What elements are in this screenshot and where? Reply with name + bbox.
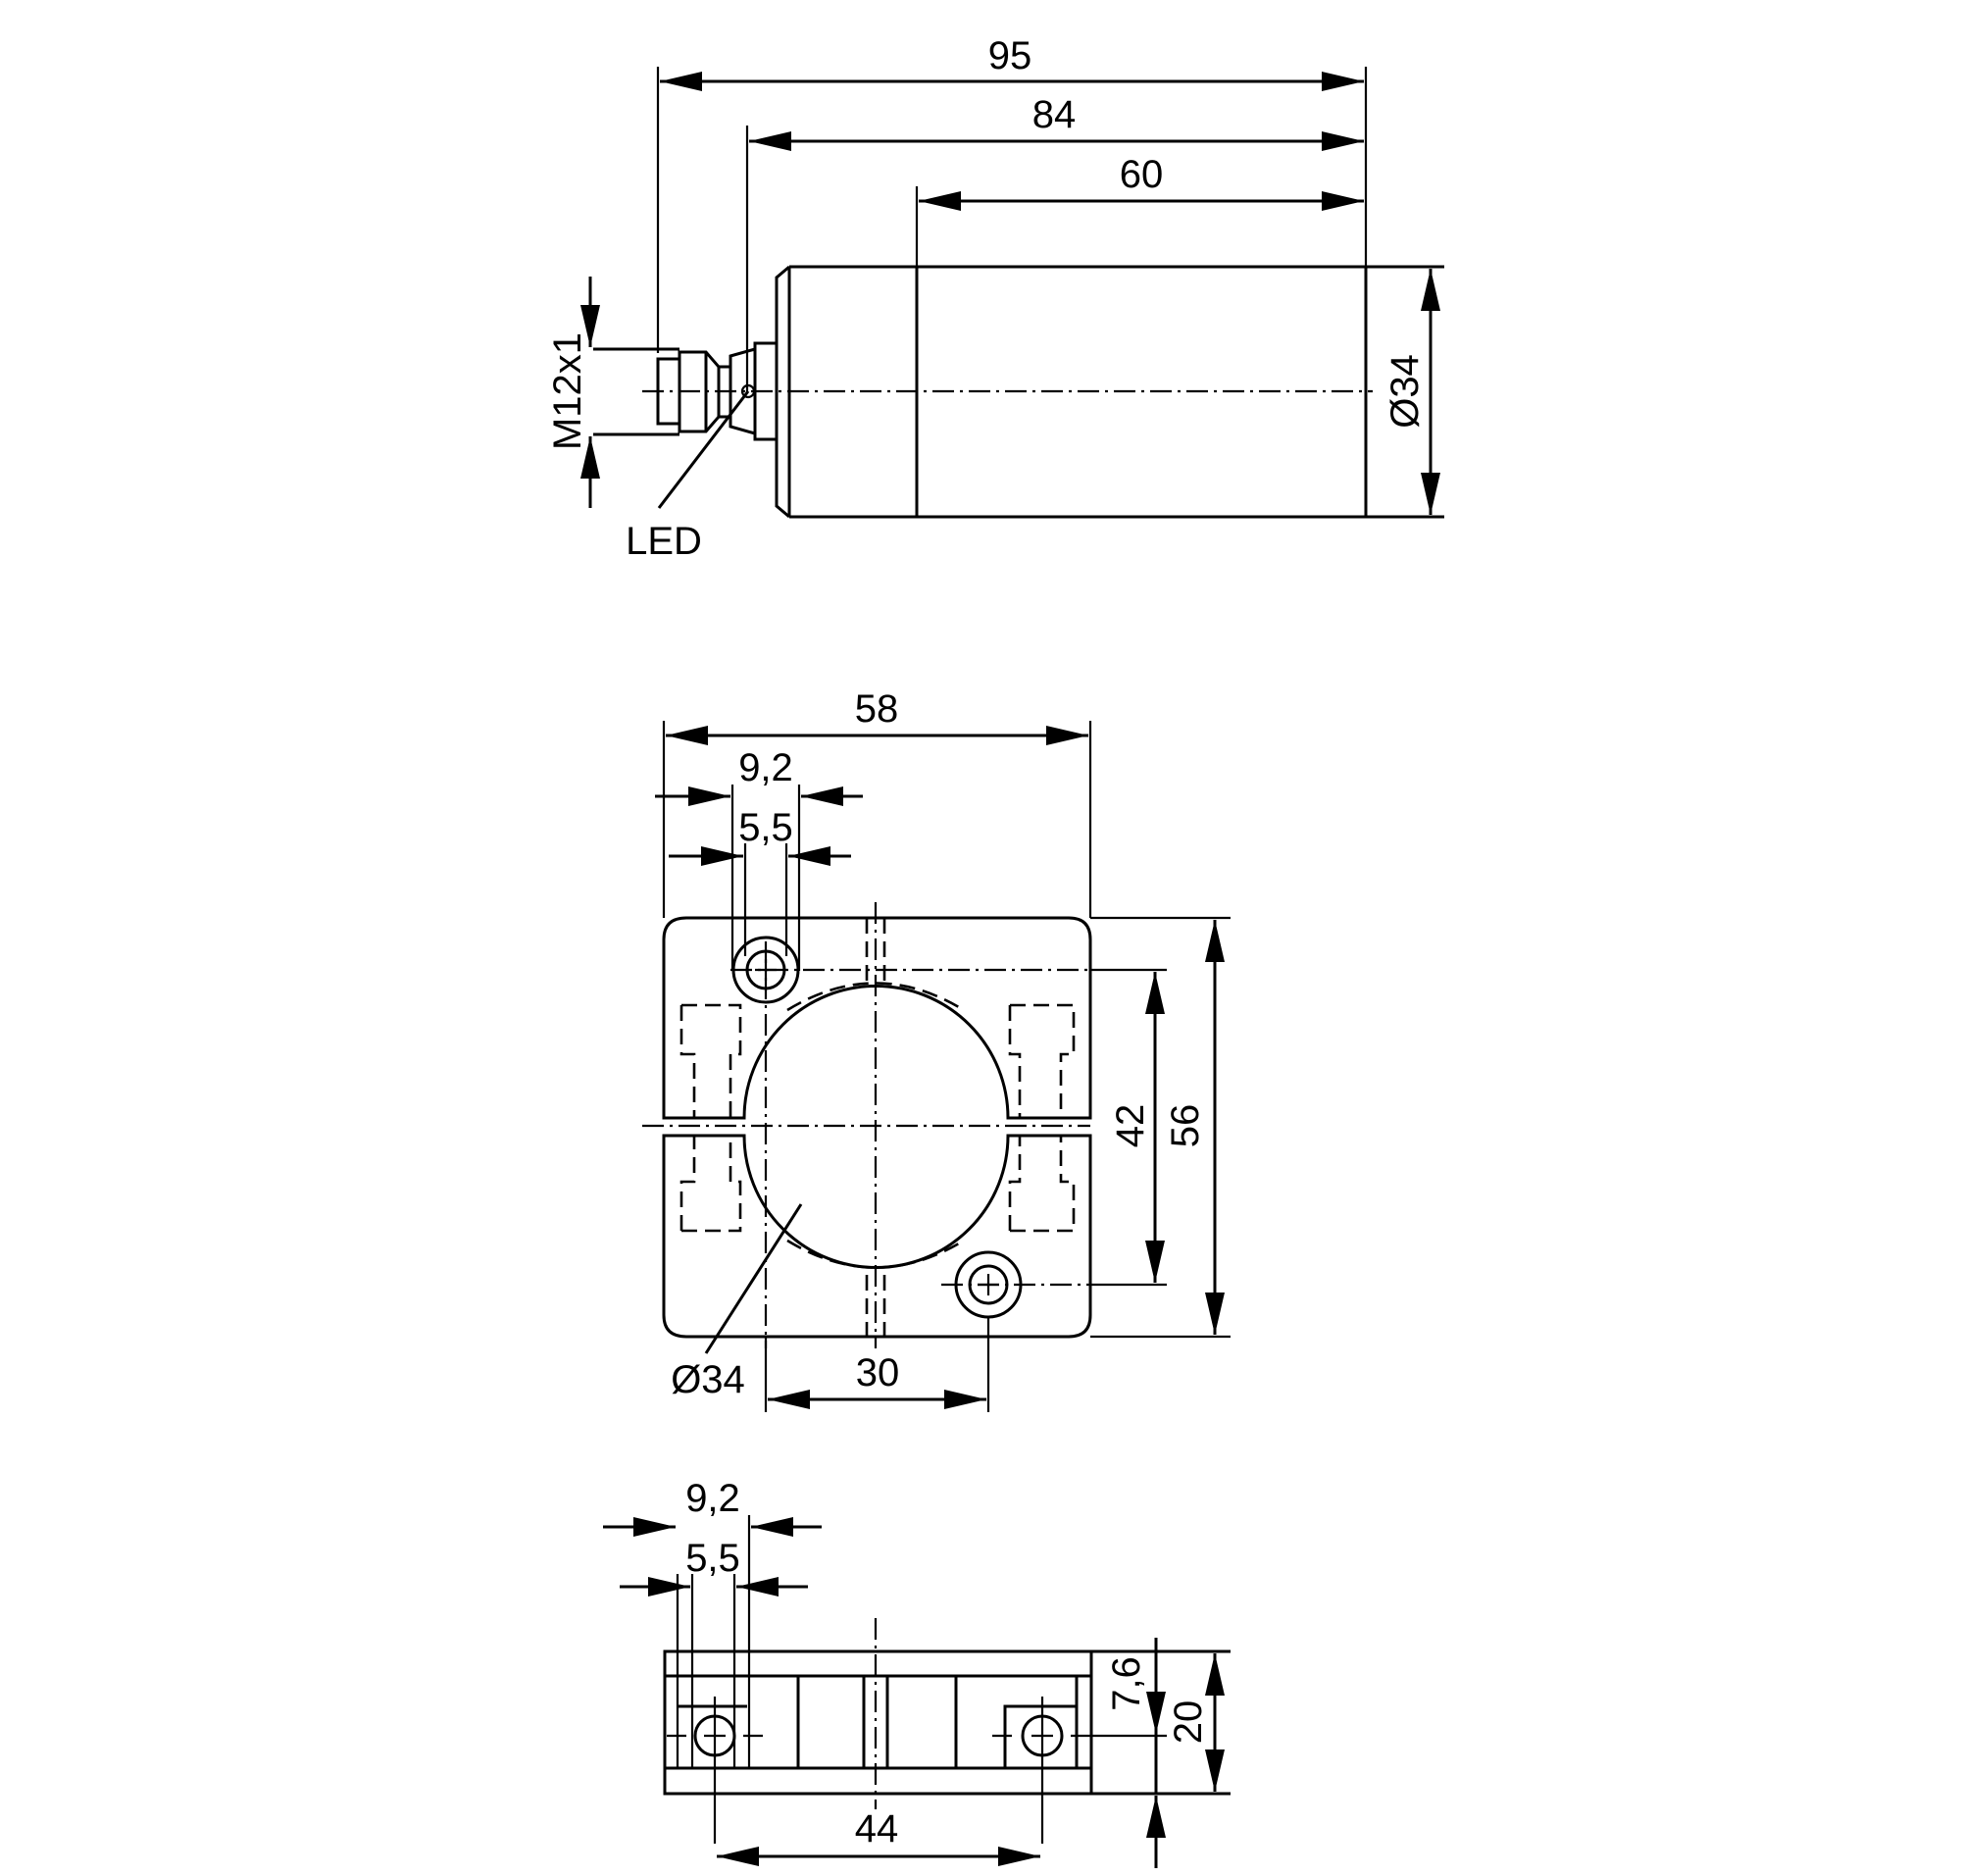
dim-hole-spacing-vertical: 42: [1109, 972, 1165, 1283]
dim-bracket-height: 56: [1164, 920, 1225, 1335]
dim-top-hole-height: 7,6: [1105, 1638, 1166, 1868]
dim-label: Ø34: [1383, 354, 1427, 429]
dim-bore-diameter: Ø34: [671, 1203, 803, 1401]
dim-label: 9,2: [738, 746, 793, 789]
sensor-body: [775, 265, 1444, 519]
bracket-top-view: 9,2 5,5 44 7,6: [603, 1477, 1231, 1868]
dim-label: 56: [1164, 1104, 1207, 1148]
bracket-upper-half: [662, 916, 1092, 1120]
dim-top-thickness: 20: [1167, 1653, 1225, 1792]
dim-label: 42: [1109, 1104, 1152, 1148]
mounting-hole-bottom: [954, 1250, 1023, 1319]
dim-label: 58: [855, 687, 899, 731]
dim-label: 44: [855, 1807, 899, 1851]
dim-label: 5,5: [738, 806, 793, 849]
led-label: LED: [626, 520, 702, 563]
dim-body-diameter: Ø34: [1383, 269, 1440, 515]
dim-slot-outer: 9,2: [655, 746, 863, 806]
bracket-lower-half: [662, 1134, 1092, 1339]
dim-label: 84: [1032, 93, 1077, 136]
dim-overall-length: 95: [660, 34, 1364, 91]
dim-hole-spacing-horizontal: 30: [768, 1351, 986, 1409]
bracket-front-view: 58 9,2 5,5 42 56: [642, 687, 1231, 1412]
dim-bracket-width: 58: [666, 687, 1088, 745]
dim-label: 9,2: [685, 1477, 740, 1520]
dim-label: 30: [856, 1351, 900, 1394]
dim-top-slot-outer: 9,2: [603, 1477, 822, 1537]
dim-top-hole-spacing: 44: [717, 1807, 1040, 1866]
dim-label: 20: [1167, 1700, 1210, 1745]
side-view: 95 84 60: [546, 34, 1444, 563]
dim-length-from-led: 84: [749, 93, 1364, 151]
dim-label: 7,6: [1105, 1656, 1148, 1711]
dim-label: 95: [988, 34, 1032, 77]
dim-label: 5,5: [685, 1537, 740, 1580]
dim-slot-inner: 5,5: [669, 806, 851, 866]
dim-label: M12x1: [546, 332, 589, 450]
dim-top-slot-inner: 5,5: [620, 1537, 808, 1597]
dim-body-length: 60: [919, 153, 1364, 211]
dim-connector-thread: M12x1: [546, 277, 600, 508]
led-callout: LED: [626, 390, 750, 563]
dim-label: 60: [1120, 153, 1164, 196]
dim-label: Ø34: [671, 1358, 745, 1401]
